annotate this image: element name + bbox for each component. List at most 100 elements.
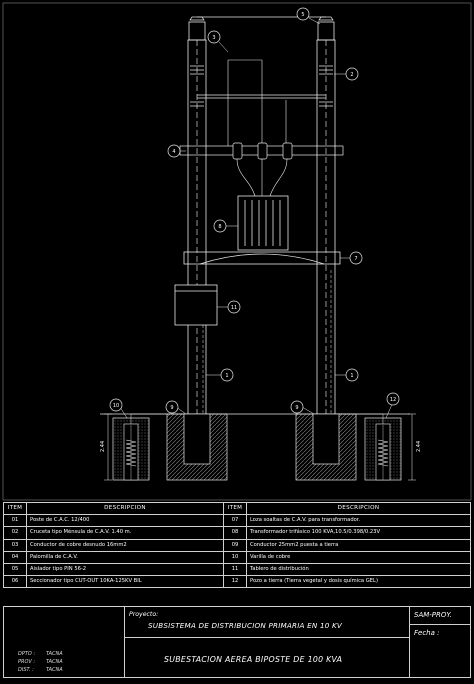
legend-row: 03 Conductor de cobre desnudo 16mm2 09 C… [3, 538, 471, 552]
dist-value: TACNA [46, 667, 63, 673]
left-pole [187, 21, 207, 459]
dpto-label: DPTO : [18, 651, 36, 657]
legend-row: 01 Poste de C.A.C. 12/400 07 Loza soalta… [3, 514, 471, 528]
callout-3 [207, 30, 221, 44]
legend-row: 04 Palomilla de C.A.V. 10 Varilla de cob… [3, 550, 471, 564]
legend-item-number: 11 [223, 562, 247, 577]
callout-label-1-left: 1 [225, 373, 228, 379]
left-foundation [166, 413, 228, 481]
callout-label-2: 2 [350, 72, 353, 78]
legend-header-desc2: DESCRIPCION [246, 501, 471, 516]
dist-label: DIST. : [18, 667, 34, 673]
ground-well-right [364, 417, 402, 481]
callout-9-left [165, 400, 179, 414]
dpto-value: TACNA [46, 651, 63, 657]
legend-header-item: ITEM [3, 501, 27, 516]
callout-label-8: 8 [218, 224, 221, 230]
right-pole [316, 21, 336, 459]
prov-label: PROV : [18, 659, 36, 665]
legend-row: 02 Cruceta tipo Ménsula de C.A.V. 1.40 m… [3, 526, 471, 540]
dimension-left-label: 2.44 [100, 441, 106, 452]
project-panel: Proyecto: SUBSISTEMA DE DISTRIBUCION PRI… [124, 607, 410, 677]
legend-item-number: 08 [223, 526, 247, 540]
pin-insulators [189, 16, 334, 107]
callout-5 [296, 7, 310, 21]
transformer-leads [236, 158, 288, 197]
callout-8 [213, 219, 227, 233]
legend-item-number: 10 [223, 550, 247, 564]
callout-7 [349, 251, 363, 265]
callout-12 [386, 392, 400, 406]
callout-label-11: 11 [231, 305, 237, 311]
dimension-right [408, 413, 416, 481]
callout-label-10: 10 [113, 403, 119, 409]
callout-label-9-right: 9 [295, 405, 298, 411]
legend-item-number: 12 [223, 575, 247, 589]
location-panel: DPTO : TACNA PROV : TACNA DIST. : TACNA [4, 607, 125, 677]
project-row [124, 607, 409, 638]
title-block: DPTO : TACNA PROV : TACNA DIST. : TACNA … [3, 606, 471, 678]
callout-label-9-left: 9 [170, 405, 173, 411]
legend-item-description: Seccionador tipo CUT-OUT 10KA-125KV BIL [26, 575, 224, 589]
legend-item-number: 03 [3, 538, 27, 552]
callout-labels: 5 3 2 4 8 7 11 1 1 9 9 10 12 [113, 12, 396, 411]
legend-item-description: Loza soaltas de C.A.V. para transformado… [246, 514, 471, 528]
callout-label-4: 4 [172, 149, 175, 155]
author: SAM-PROY. [414, 611, 452, 619]
callout-1-right [345, 368, 359, 382]
callout-9-right [290, 400, 304, 414]
legend-item-description: Conductor de cobre desnudo 16mm2 [26, 538, 224, 552]
legend-item-description: Tablero de distribución [246, 562, 471, 577]
legend-item-description: Poste de C.A.C. 12/400 [26, 514, 224, 528]
callout-1-left [220, 368, 234, 382]
callout-label-7: 7 [354, 256, 357, 262]
legend-item-number: 06 [3, 575, 27, 589]
callout-label-1-right: 1 [350, 373, 353, 379]
legend-item-number: 09 [223, 538, 247, 552]
callout-label-3: 3 [212, 35, 215, 41]
author-panel: SAM-PROY. Fecha : [409, 607, 470, 677]
legend-item-description: Pozo a tierra (Tierra vegetal y dosis qu… [246, 575, 471, 589]
legend-header-item2: ITEM [223, 501, 247, 516]
legend-item-description: Palomilla de C.A.V. [26, 550, 224, 564]
legend-item-number: 07 [223, 514, 247, 528]
legend-table: ITEM DESCRIPCION ITEM DESCRIPCION 01 Pos… [3, 501, 471, 604]
legend-header-row: ITEM DESCRIPCION ITEM DESCRIPCION [3, 501, 471, 516]
transformer [237, 195, 289, 251]
legend-row: 06 Seccionador tipo CUT-OUT 10KA-125KV B… [3, 575, 471, 589]
drop-conductors [227, 59, 287, 146]
legend-item-description: Cruceta tipo Ménsula de C.A.V. 1.40 m. [26, 526, 224, 540]
right-foundation [295, 413, 357, 481]
legend-item-description: Transformador trifásico 100 KVA,10.5/0.3… [246, 526, 471, 540]
legend-item-description: Conductor 25mm2 puesta a tierra [246, 538, 471, 552]
legend-row: 05 Aislador tipo PIN 56-2 11 Tablero de … [3, 562, 471, 577]
legend-item-number: 04 [3, 550, 27, 564]
drawing-title: SUBESTACION AEREA BIPOSTE DE 100 KVA [164, 655, 343, 664]
callout-11 [227, 300, 241, 314]
distribution-board [174, 284, 218, 326]
legend-header-desc: DESCRIPCION [26, 501, 224, 516]
project-name: SUBSISTEMA DE DISTRIBUCION PRIMARIA EN 1… [148, 621, 343, 630]
prov-value: TACNA [46, 659, 63, 665]
dimension-right-label: 2.44 [416, 441, 422, 452]
legend-item-number: 01 [3, 514, 27, 528]
dimension-left [104, 413, 112, 481]
legend-item-number: 02 [3, 526, 27, 540]
legend-item-description: Varilla de cobre [246, 550, 471, 564]
author-row [409, 607, 470, 625]
legend-item-number: 05 [3, 562, 27, 577]
cutout-fuses [232, 142, 293, 160]
callout-4 [167, 144, 181, 158]
callout-10 [109, 398, 123, 412]
legend-item-description: Aislador tipo PIN 56-2 [26, 562, 224, 577]
callout-label-5: 5 [301, 12, 304, 18]
proyecto-label: Proyecto: [129, 611, 159, 618]
callout-2 [345, 67, 359, 81]
fecha-label: Fecha : [414, 629, 440, 637]
ground-connections [130, 413, 384, 424]
callout-label-12: 12 [390, 397, 396, 403]
drawing-border [2, 2, 472, 501]
callouts [109, 7, 400, 414]
